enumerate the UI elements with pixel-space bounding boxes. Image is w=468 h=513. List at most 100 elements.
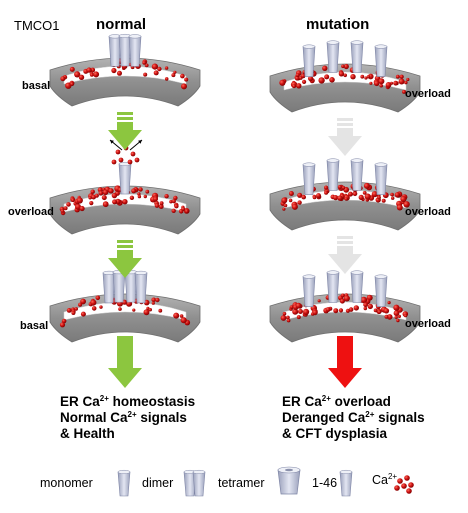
ca-ion: [377, 310, 382, 314]
ca-ion: [102, 201, 109, 208]
legend-ion-label: Ca2+: [372, 472, 398, 488]
ca-ion: [99, 305, 103, 309]
ca-ion: [369, 81, 373, 85]
arrow-normal-outcome: [108, 336, 142, 388]
arrow-dash: [337, 118, 353, 121]
ca-ion: [399, 74, 404, 79]
ca-ion: [111, 192, 118, 199]
channel-body: [374, 276, 388, 307]
tmco1-channel: [302, 44, 316, 77]
ca-ion: [157, 66, 162, 72]
ca-ion: [143, 72, 148, 77]
ca-ion: [154, 203, 160, 208]
tmco1-channel: [350, 158, 364, 191]
channel-top: [350, 40, 364, 45]
ca-ion: [79, 205, 85, 212]
ca-ion: [80, 311, 86, 317]
tetramer-pore: [285, 468, 293, 472]
ca-ion: [324, 74, 330, 80]
ca-ion: [138, 187, 143, 192]
ca-ion: [98, 190, 104, 196]
ca-ion: [377, 195, 381, 200]
tmco1-channel: [128, 34, 142, 67]
ca-ion: [371, 191, 378, 198]
ca-ion: [353, 305, 359, 311]
tmco1-channel: [326, 40, 340, 73]
tmco1-channel: [326, 270, 340, 303]
tetramer-body: [277, 469, 301, 495]
arrow-shaft: [117, 252, 133, 258]
ca-ion: [302, 79, 307, 84]
column-heading-mutation: mutation: [306, 16, 370, 33]
ca-ion: [281, 197, 288, 204]
arrow-normal-2: [108, 240, 142, 278]
ca-ion: [158, 204, 164, 209]
arrow-mutation-1: [328, 118, 362, 156]
ca-ion: [117, 70, 122, 76]
ca-ion: [66, 308, 72, 313]
ca-ion: [404, 80, 408, 85]
ca-ion: [391, 196, 395, 200]
legend-fragment-label: 1-46: [312, 476, 338, 490]
channel-top: [350, 158, 364, 163]
membrane-normal-overload: [49, 161, 201, 235]
channel-top: [128, 34, 142, 39]
ca-ion: [173, 70, 177, 74]
tmco1-channel: [134, 270, 148, 304]
ca-ion: [282, 311, 287, 316]
ca-ion: [283, 203, 288, 208]
ca-ion: [131, 188, 137, 194]
outcome-normal-line1: ER Ca2+ homeostasis: [60, 394, 196, 409]
ca-ion: [90, 189, 95, 194]
arrow-dash: [117, 112, 133, 115]
ca-ion: [341, 64, 345, 69]
channel-body: [117, 471, 131, 497]
ca-ion: [184, 77, 189, 82]
ca-ion: [181, 83, 187, 90]
ca-ion: [324, 185, 329, 190]
ca-ion: [396, 318, 400, 323]
channel-top: [302, 162, 316, 167]
ca-ion: [337, 195, 343, 201]
ca-ion: [363, 302, 368, 308]
ca-ion: [86, 67, 92, 73]
ca-ion: [118, 307, 122, 311]
ca-ion: [408, 482, 414, 488]
ca-ion: [153, 196, 159, 202]
arrow-head: [328, 136, 362, 156]
ca-ion: [280, 315, 287, 321]
ca-ion: [94, 193, 99, 198]
channel-top: [326, 158, 340, 163]
channel-body: [302, 46, 316, 77]
state-label-left-1: basal: [22, 80, 51, 92]
channel-body: [128, 36, 142, 67]
ca-ion: [61, 318, 67, 324]
ca-ion: [69, 66, 75, 72]
ca-ion: [181, 206, 186, 212]
ca-ion: [111, 159, 117, 165]
ca-ion: [348, 191, 353, 197]
ca-ion: [115, 149, 121, 155]
tmco1-channel: [302, 162, 316, 195]
ca-ion: [173, 195, 178, 201]
channel-body: [134, 272, 148, 304]
ca-ion: [75, 203, 81, 210]
arrow-head: [108, 130, 142, 150]
channel-top: [302, 274, 316, 279]
ca-ion: [143, 194, 147, 199]
ca-ion: [394, 485, 400, 491]
arrow-dash: [337, 241, 353, 244]
ca-ion: [406, 77, 410, 82]
state-label-right-1: overload: [405, 88, 451, 100]
ca-ion: [185, 209, 189, 214]
channel-top: [302, 44, 316, 49]
ca-ion: [59, 322, 66, 328]
channel-top: [350, 270, 364, 275]
ca-ion: [80, 298, 86, 305]
channel-top: [374, 44, 388, 49]
ca-ion: [289, 305, 294, 309]
ca-ion: [363, 306, 368, 311]
ca-ion: [286, 315, 290, 320]
channel-body: [326, 160, 340, 191]
ca-ion: [337, 185, 342, 189]
